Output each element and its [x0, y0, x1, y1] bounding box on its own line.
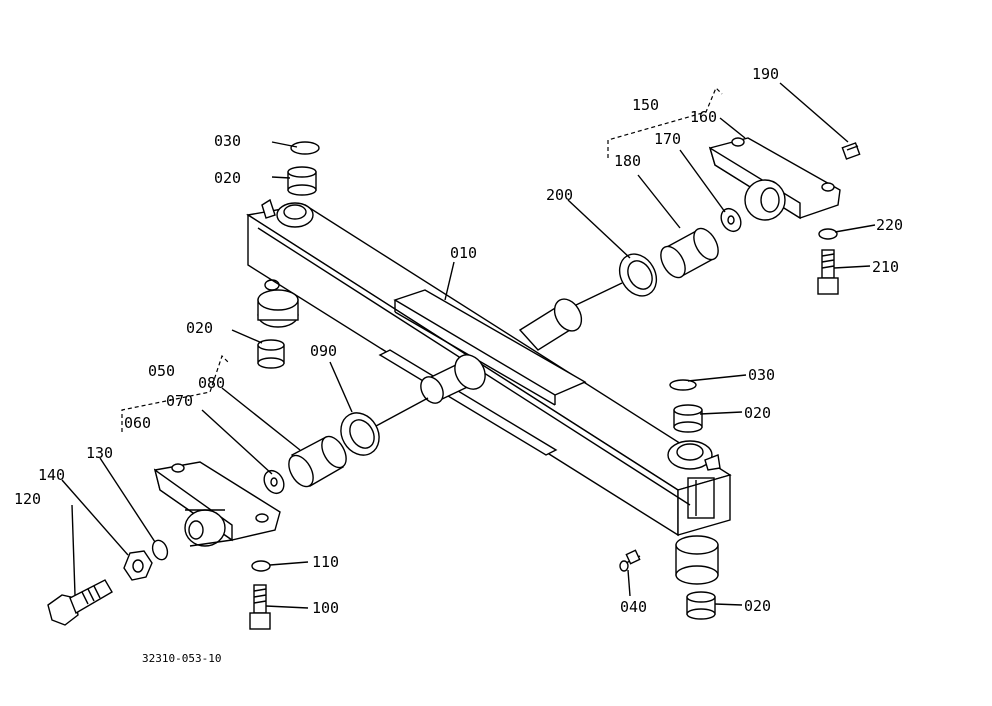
right-support-bracket	[708, 137, 841, 221]
callout-020-lower-right: 020	[744, 597, 771, 615]
callout-labels: 030 020 010 020 090 050 080 070 060 130 …	[14, 65, 903, 665]
callout-090: 090	[310, 342, 337, 360]
nut-140	[123, 550, 153, 581]
washer-110	[251, 560, 271, 572]
callout-080: 080	[198, 374, 225, 392]
callout-100: 100	[312, 599, 339, 617]
callout-160: 160	[690, 108, 717, 126]
bushing-080	[288, 435, 347, 488]
bolt-100	[249, 584, 271, 630]
callout-020-upper-right: 020	[744, 404, 771, 422]
callout-130: 130	[86, 444, 113, 462]
bushing-020-upper-right	[673, 404, 703, 433]
callout-020-lower-left: 020	[186, 319, 213, 337]
callout-220: 220	[876, 216, 903, 234]
bushing-180	[660, 227, 719, 279]
thrust-washer-070	[263, 469, 285, 495]
callout-030-left: 030	[214, 132, 241, 150]
callout-070: 070	[166, 392, 193, 410]
grease-nipple-040	[619, 549, 641, 572]
left-support-bracket	[153, 461, 281, 547]
bolt-210	[817, 249, 839, 295]
callout-020-upper-left: 020	[214, 169, 241, 187]
bolt-120	[47, 579, 113, 626]
callout-140: 140	[38, 466, 65, 484]
ring-090	[340, 412, 380, 456]
bushing-020-upper-left	[287, 166, 317, 196]
callout-120: 120	[14, 490, 41, 508]
drawing-code: 32310-053-10	[142, 652, 221, 665]
washer-220	[818, 228, 838, 240]
grease-nipple-190	[841, 142, 861, 160]
callout-170: 170	[654, 130, 681, 148]
bushing-020-lower-left	[257, 339, 285, 369]
callout-150: 150	[632, 96, 659, 114]
washer-130	[151, 539, 169, 561]
callout-040: 040	[620, 598, 647, 616]
subassembly-brackets	[121, 86, 723, 432]
bushing-020-lower-right	[686, 591, 716, 620]
o-ring-030-right	[669, 379, 697, 391]
callout-060: 060	[124, 414, 151, 432]
leader-lines	[61, 82, 876, 609]
thrust-washer-170	[720, 207, 742, 233]
callout-200: 200	[546, 186, 573, 204]
front-axle-beam	[246, 198, 732, 585]
callout-190: 190	[752, 65, 779, 83]
seal-ring-200	[618, 253, 658, 297]
callout-180: 180	[614, 152, 641, 170]
o-ring-030-left	[290, 141, 320, 155]
callout-010: 010	[450, 244, 477, 262]
callout-210: 210	[872, 258, 899, 276]
callout-110: 110	[312, 553, 339, 571]
callout-050: 050	[148, 362, 175, 380]
callout-030-right: 030	[748, 366, 775, 384]
